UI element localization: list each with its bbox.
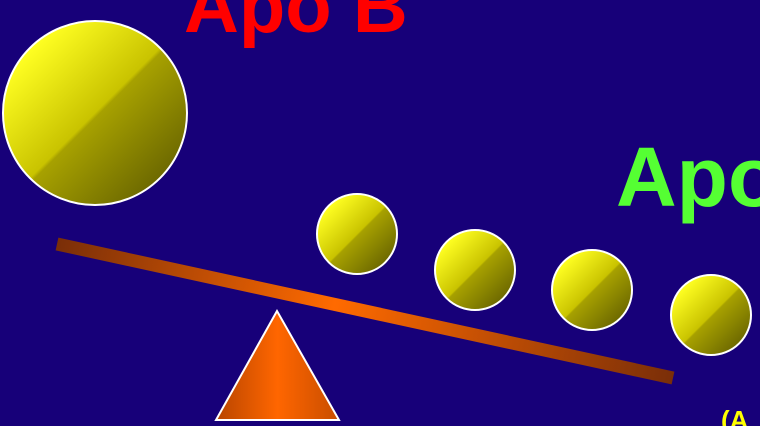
small-ball <box>435 230 515 310</box>
seesaw-fulcrum <box>216 311 339 420</box>
footnote-label: (A <box>721 407 748 426</box>
small-ball <box>552 250 632 330</box>
small-balls-label: Apo <box>616 135 760 219</box>
small-ball <box>671 275 751 355</box>
big-ball <box>3 21 187 205</box>
big-ball-label: Apo B <box>184 0 408 45</box>
small-ball <box>317 194 397 274</box>
